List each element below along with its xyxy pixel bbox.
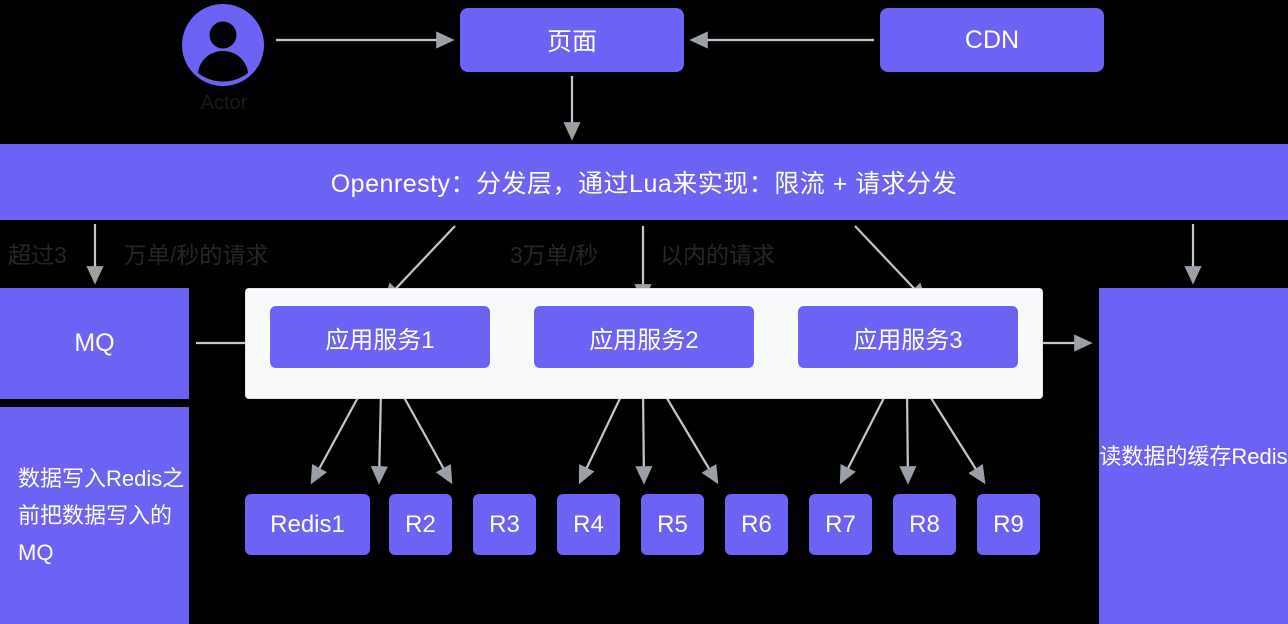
- node-app-service-1[interactable]: 应用服务1: [270, 306, 490, 368]
- node-app-service-2[interactable]: 应用服务2: [534, 306, 754, 368]
- node-redis-1[interactable]: Redis1: [245, 494, 370, 555]
- node-app-service-3[interactable]: 应用服务3: [798, 306, 1018, 368]
- node-redis-9[interactable]: R9: [977, 494, 1040, 555]
- openresty-banner: Openresty：分发层，通过Lua来实现：限流 + 请求分发: [0, 144, 1288, 220]
- node-read-cache-redis[interactable]: 读数据的缓存Redis: [1099, 288, 1288, 624]
- node-mq-note: 数据写入Redis之前把数据写入的MQ: [0, 407, 189, 624]
- node-redis-2[interactable]: R2: [389, 494, 452, 555]
- user-avatar-icon: [182, 4, 264, 86]
- edge-svc3-to-r8: [899, 389, 917, 485]
- edge-svc3-to-r7: [839, 389, 889, 485]
- node-redis-8[interactable]: R8: [893, 494, 956, 555]
- edge-svc2-to-r4: [578, 389, 625, 485]
- edge-label-overflow-right: 万单/秒的请求: [124, 242, 269, 268]
- services-panel: 应用服务1 应用服务2 应用服务3: [245, 288, 1043, 399]
- actor-label: Actor: [200, 92, 248, 114]
- node-cdn[interactable]: CDN: [880, 8, 1104, 72]
- actor: Actor: [175, 4, 273, 122]
- edge-svc2-to-r6: [661, 389, 719, 485]
- node-redis-4[interactable]: R4: [557, 494, 620, 555]
- edge-label-within-left: 3万单/秒: [510, 242, 599, 268]
- edge-svc1-to-r1: [310, 389, 363, 485]
- node-page[interactable]: 页面: [460, 8, 684, 72]
- edge-svc2-to-r5: [635, 389, 653, 485]
- edge-svc3-to-r9: [925, 389, 986, 485]
- edge-svc1-to-r3: [399, 389, 453, 485]
- edge-label-within-right: 以内的请求: [660, 242, 775, 268]
- node-redis-7[interactable]: R7: [809, 494, 872, 555]
- node-mq[interactable]: MQ: [0, 288, 189, 399]
- node-redis-3[interactable]: R3: [473, 494, 536, 555]
- edge-svc1-to-r2: [370, 389, 388, 485]
- node-redis-6[interactable]: R6: [725, 494, 788, 555]
- node-redis-5[interactable]: R5: [641, 494, 704, 555]
- edge-label-overflow-left: 超过3: [8, 242, 67, 268]
